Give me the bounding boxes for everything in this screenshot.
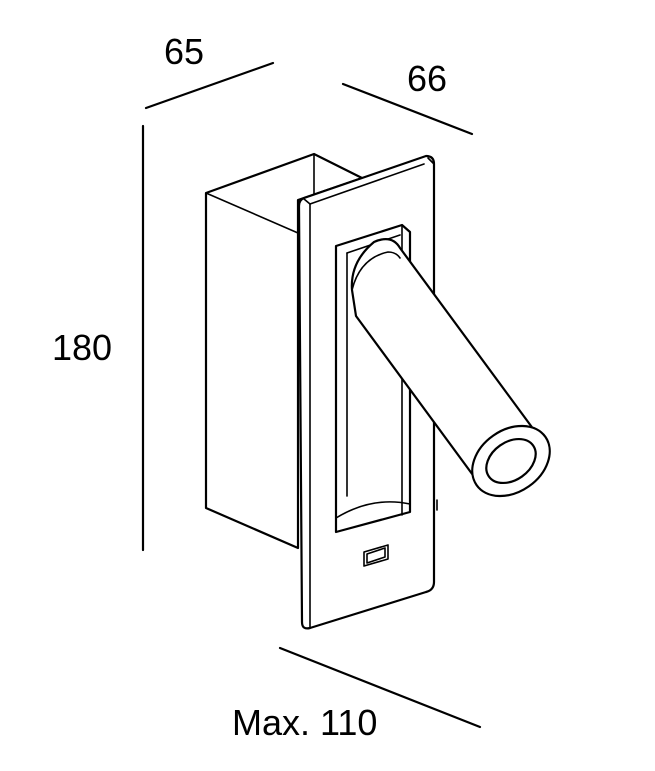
recessed-box (204, 152, 364, 550)
depth-label: 65 (164, 31, 204, 72)
switch (363, 544, 389, 567)
width-label: 66 (407, 58, 447, 99)
height-label: 180 (52, 327, 112, 368)
lens (485, 437, 537, 485)
length-dimension-line (278, 646, 482, 729)
depth-dimension-line (144, 61, 275, 110)
reading-light-arm (350, 237, 551, 498)
width-dimension-line (341, 82, 474, 136)
max-length-label: Max. 110 (232, 702, 377, 743)
